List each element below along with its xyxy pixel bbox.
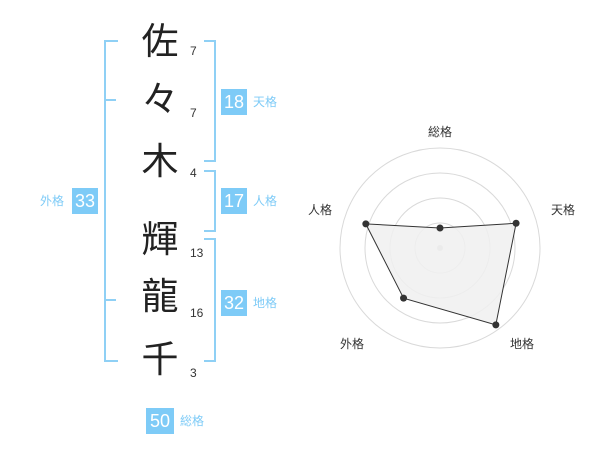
soukaku-label: 総格 <box>180 414 205 428</box>
stroke-count-1: 7 <box>190 44 197 58</box>
jinkaku-value: 17 <box>221 188 247 214</box>
radar-label-jinkaku: 人格 <box>308 203 333 217</box>
radar-label-gaikaku: 外格 <box>340 337 365 351</box>
chikaku-value: 32 <box>221 290 247 316</box>
chikaku-bracket <box>204 238 216 362</box>
radar-point-5 <box>362 220 370 228</box>
radar-label-tenkaku: 天格 <box>551 203 576 217</box>
radar-points <box>362 219 520 329</box>
radar-ring <box>339 147 541 349</box>
gaikaku-label: 外格 <box>40 194 65 208</box>
stroke-count-6: 3 <box>190 366 197 380</box>
stroke-count-3: 4 <box>190 166 197 180</box>
radar-point-3 <box>492 321 500 329</box>
stroke-count-2: 7 <box>190 106 197 120</box>
name-char-4: 輝 <box>141 218 179 261</box>
radar-label-chikaku: 地格 <box>510 337 535 351</box>
radar-point-4 <box>400 294 408 302</box>
radar-label-soukaku: 総格 <box>428 125 453 139</box>
stroke-count-5: 16 <box>190 306 204 320</box>
tenkaku-bracket <box>204 40 216 162</box>
jinkaku-label: 人格 <box>253 194 278 208</box>
name-char-2: 々 <box>141 78 179 121</box>
radar-point-2 <box>512 219 520 227</box>
radar-point-1 <box>436 224 444 232</box>
gaikaku-bracket-tick-2 <box>104 299 116 301</box>
soukaku-value: 50 <box>146 408 174 434</box>
name-char-6: 千 <box>141 338 179 381</box>
radar-polygon <box>364 222 517 326</box>
name-char-1: 佐 <box>141 20 179 63</box>
gaikaku-bracket <box>104 40 118 362</box>
tenkaku-label: 天格 <box>253 95 278 109</box>
name-char-5: 龍 <box>141 275 179 318</box>
stroke-count-4: 13 <box>190 246 204 260</box>
chikaku-label: 地格 <box>253 296 278 310</box>
tenkaku-value: 18 <box>221 89 247 115</box>
jinkaku-bracket <box>204 170 216 232</box>
name-char-3: 木 <box>141 140 179 183</box>
gaikaku-value: 33 <box>72 188 98 214</box>
radar-ring <box>364 172 516 324</box>
gaikaku-bracket-tick-1 <box>104 99 116 101</box>
